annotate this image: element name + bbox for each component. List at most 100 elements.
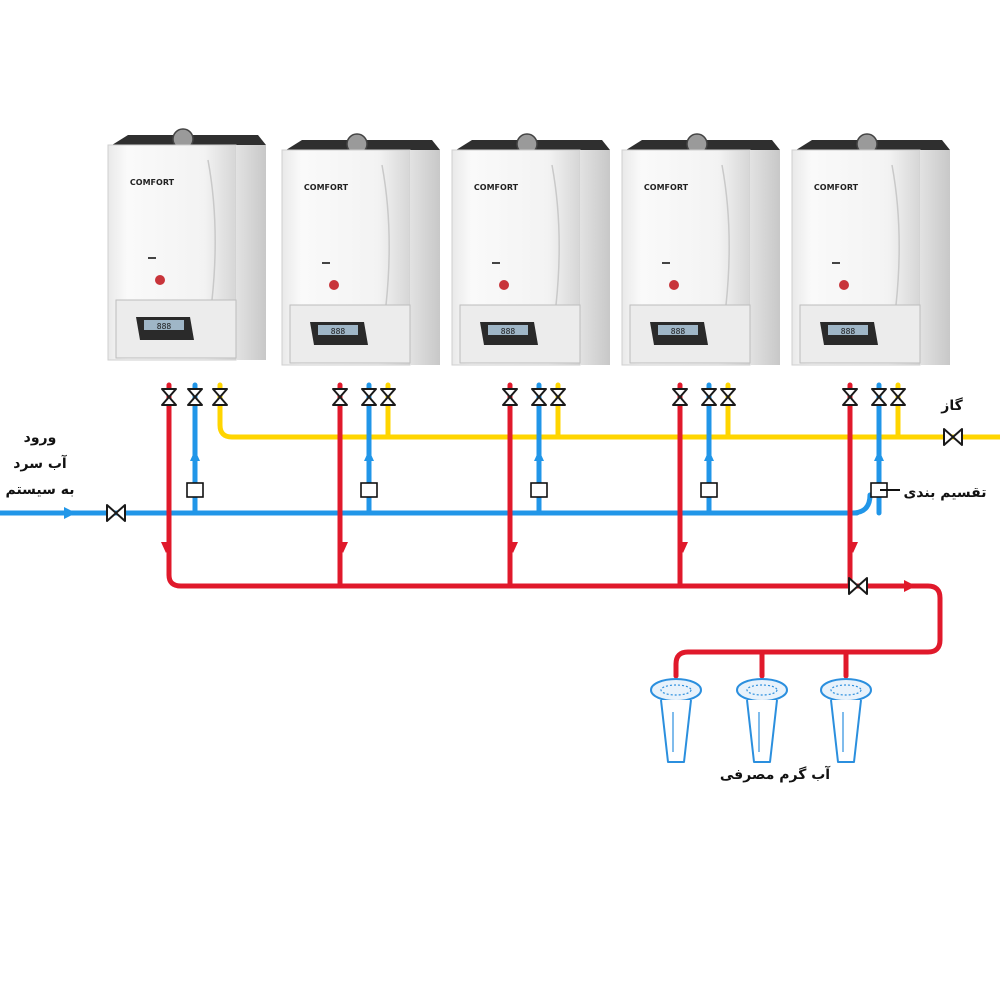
distribution-box-icon <box>360 482 378 498</box>
flow-arrow-icon <box>534 450 544 461</box>
flow-arrow-icon <box>64 507 76 519</box>
display-screen <box>658 325 698 335</box>
gate-valve-icon <box>672 388 688 406</box>
display-value: 888 <box>841 327 856 336</box>
gas-main-pipe <box>217 382 1000 440</box>
heater-logo-icon <box>499 280 509 290</box>
shower-face <box>820 678 872 702</box>
hot-water-main-pipe <box>166 382 943 679</box>
heater-row: COMFORT 888 COMFORT 888 COMFORT 888 COMFORT 888… <box>107 128 950 366</box>
shower-head-icon <box>820 678 872 763</box>
heater-brand: COMFORT <box>130 178 175 187</box>
shower-holes <box>746 684 778 696</box>
heater-logo-icon <box>839 280 849 290</box>
heater-logo-icon <box>669 280 679 290</box>
heater-curve <box>381 164 390 306</box>
water-heater: COMFORT 888 <box>107 128 266 361</box>
shower-holes <box>830 684 862 696</box>
heater-brand: COMFORT <box>644 183 689 192</box>
water-heater: COMFORT 888 <box>621 133 780 366</box>
water-heater: COMFORT 888 <box>791 133 950 366</box>
gas-label: گاز <box>940 397 963 414</box>
gate-valve-icon <box>332 388 348 406</box>
gate-valve-icon <box>871 388 887 406</box>
heater-indicator <box>832 262 840 264</box>
flow-arrow-icon <box>874 450 884 461</box>
flow-arrow-icon <box>161 542 171 553</box>
display-value: 888 <box>671 327 686 336</box>
heater-curve <box>207 159 216 301</box>
heater-curve <box>551 164 560 306</box>
flow-arrow-icon <box>190 450 200 461</box>
shower-face <box>736 678 788 702</box>
shower-holes <box>660 684 692 696</box>
shower-handle <box>746 699 778 763</box>
display-screen <box>318 325 358 335</box>
gate-valve-icon <box>502 388 518 406</box>
gate-valve-icon <box>890 388 906 406</box>
flow-arrow-icon <box>848 542 858 553</box>
flow-arrow-icon <box>904 580 916 592</box>
heater-brand: COMFORT <box>814 183 859 192</box>
cold-water-end-bend <box>849 492 873 516</box>
heater-curve <box>891 164 900 306</box>
gate-valve-icon <box>106 504 126 522</box>
gate-valve-icon <box>701 388 717 406</box>
hot-water-usage-label: آب گرم مصرفی <box>720 765 831 783</box>
shower-handle <box>660 699 692 763</box>
heater-indicator <box>492 262 500 264</box>
display-screen <box>488 325 528 335</box>
shower-head-icon <box>736 678 788 763</box>
gate-valve-icon <box>361 388 377 406</box>
flow-arrow-icon <box>508 542 518 553</box>
heater-side <box>410 150 440 365</box>
shower-face <box>650 678 702 702</box>
display-value: 888 <box>157 322 172 331</box>
shower-head-icon <box>650 678 702 763</box>
heater-side <box>920 150 950 365</box>
gate-valve-icon <box>848 577 868 595</box>
valve-set <box>106 388 963 595</box>
shower-group <box>650 678 872 763</box>
gate-valve-icon <box>531 388 547 406</box>
water-heater: COMFORT 888 <box>451 133 610 366</box>
heater-logo-icon <box>329 280 339 290</box>
gate-valve-icon <box>842 388 858 406</box>
shower-handle <box>830 699 862 763</box>
heater-brand: COMFORT <box>474 183 519 192</box>
pipe-network <box>0 382 1000 679</box>
gate-valve-icon <box>212 388 228 406</box>
distribution-box-icon <box>700 482 718 498</box>
heater-logo-icon <box>155 275 165 285</box>
display-screen <box>828 325 868 335</box>
display-value: 888 <box>331 327 346 336</box>
heater-curve <box>721 164 730 306</box>
flow-arrow-icon <box>364 450 374 461</box>
cold-inlet-label-line-1: ورود <box>24 430 57 446</box>
cold-inlet-label-line-2: آب سرد <box>13 454 68 472</box>
display-screen <box>144 320 184 330</box>
heater-indicator <box>148 257 156 259</box>
cold-inlet-label-line-3: به سیستم <box>5 482 74 498</box>
heater-side <box>750 150 780 365</box>
label-group: ورود آب سرد به سیستم گاز تقسیم بندی آب گ… <box>5 397 986 783</box>
flow-arrow-icon <box>678 542 688 553</box>
distribution-box-icon <box>186 482 204 498</box>
gate-valve-icon <box>550 388 566 406</box>
gate-valve-icon <box>943 428 963 446</box>
heater-indicator <box>322 262 330 264</box>
heater-indicator <box>662 262 670 264</box>
heater-side <box>580 150 610 365</box>
display-value: 888 <box>501 327 516 336</box>
distribution-box-icon <box>530 482 548 498</box>
gate-valve-icon <box>187 388 203 406</box>
gate-valve-icon <box>720 388 736 406</box>
gate-valve-icon <box>380 388 396 406</box>
distribution-label: تقسیم بندی <box>903 485 986 501</box>
flow-arrow-icon <box>704 450 714 461</box>
flow-arrow-icon <box>338 542 348 553</box>
heater-side <box>236 145 266 360</box>
gate-valve-icon <box>161 388 177 406</box>
